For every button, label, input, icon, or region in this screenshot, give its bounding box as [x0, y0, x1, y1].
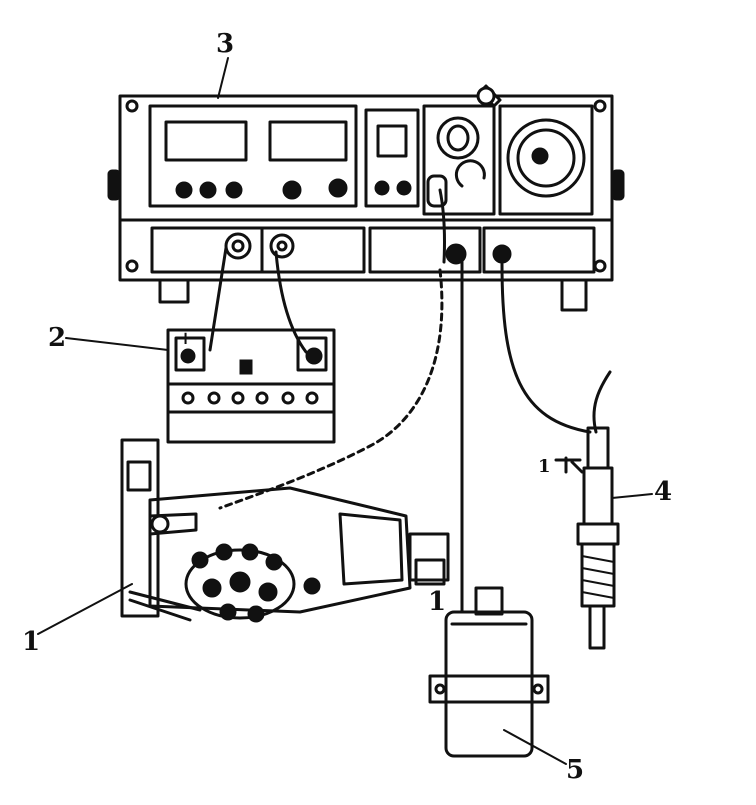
spark-plug-lead — [500, 262, 592, 434]
vacuum-unit — [338, 512, 404, 586]
callout-3-leader — [217, 57, 229, 99]
callout-4-leader — [611, 493, 653, 499]
test-instrument — [107, 84, 625, 312]
left-foot — [158, 278, 190, 304]
coil-body — [444, 610, 534, 758]
plug-insulator — [582, 466, 614, 526]
knob — [282, 180, 302, 200]
battery-center-mark — [239, 359, 253, 375]
coil-tower — [474, 586, 504, 616]
knob — [199, 181, 217, 199]
battery-case — [166, 328, 336, 444]
cell-cap — [281, 391, 295, 405]
battery-positive-post — [180, 348, 196, 364]
terminal-right — [269, 233, 295, 259]
lower-panel-mid — [368, 226, 482, 274]
output-socket — [426, 174, 448, 208]
cell-cap — [207, 391, 221, 405]
callout-5-leader — [503, 729, 567, 765]
right-foot — [560, 278, 588, 312]
lower-panel-right — [482, 226, 596, 274]
screw — [593, 99, 607, 113]
left-meter-window — [164, 120, 248, 162]
callout-1-label: 1 — [22, 627, 40, 657]
screw — [125, 99, 139, 113]
spark-plug-inline-label: 1 — [538, 456, 551, 477]
knob — [225, 181, 243, 199]
screw — [125, 259, 139, 273]
cell-cap — [255, 391, 269, 405]
scope-screen — [506, 118, 586, 198]
ignition-coil — [428, 586, 550, 758]
scope-center — [531, 147, 549, 165]
battery-post-box-right — [296, 336, 328, 372]
breaker-housing — [408, 532, 450, 582]
spark-plug: 1 — [538, 370, 620, 650]
advance-lever — [148, 512, 198, 536]
scope-inner — [516, 128, 576, 188]
selector-center — [446, 124, 470, 152]
top-clamp-knob — [476, 86, 496, 106]
callout-5-label: 5 — [566, 755, 584, 785]
selector-arc — [454, 159, 486, 188]
callout-3-label: 3 — [216, 29, 234, 59]
right-meter-window — [268, 120, 348, 162]
callout-1-leader — [37, 583, 133, 635]
small-module — [364, 108, 420, 208]
cell-cap — [305, 391, 319, 405]
switch-module — [422, 104, 496, 216]
knob — [328, 178, 348, 198]
screw — [593, 259, 607, 273]
spark-plug-glyph — [554, 456, 584, 474]
oscilloscope-module — [498, 104, 594, 216]
callout-4-label: 4 — [654, 477, 672, 507]
callout-1b-label: 1 — [428, 587, 446, 617]
cell-cap — [231, 391, 245, 405]
terminal-left — [224, 232, 252, 260]
plug-electrode — [588, 604, 606, 650]
cell-cap — [181, 391, 195, 405]
coiled-test-lead — [218, 268, 444, 510]
knob — [175, 181, 193, 199]
lower-panel-left — [150, 226, 366, 274]
battery-lead-positive — [208, 246, 228, 352]
distributor-assembly — [120, 438, 450, 623]
battery-negative-post — [305, 347, 323, 365]
coil-bracket — [428, 674, 550, 704]
battery-post-box-left — [174, 336, 206, 372]
callout-2-label: 2 — [48, 323, 66, 353]
callouts: 3 2 1 1 4 5 — [22, 29, 672, 785]
plug-hex — [576, 522, 620, 546]
small-window — [376, 124, 408, 158]
plug-thread — [580, 542, 616, 608]
battery: + — [166, 328, 336, 444]
plate-window — [126, 460, 152, 492]
distributor-cap — [184, 543, 321, 623]
selector-dial — [436, 116, 480, 160]
plug-lead-socket — [492, 244, 512, 264]
plug-hook — [592, 370, 612, 434]
knob — [374, 180, 390, 196]
meter-panel — [148, 104, 358, 208]
coil-lead-socket — [445, 243, 467, 265]
plug-terminal — [586, 426, 610, 470]
right-handle — [611, 169, 625, 201]
knob — [396, 180, 412, 196]
battery-plus-label: + — [178, 328, 193, 349]
battery-lead-negative — [274, 250, 308, 354]
left-handle — [107, 169, 121, 201]
callout-2-leader — [65, 337, 169, 351]
